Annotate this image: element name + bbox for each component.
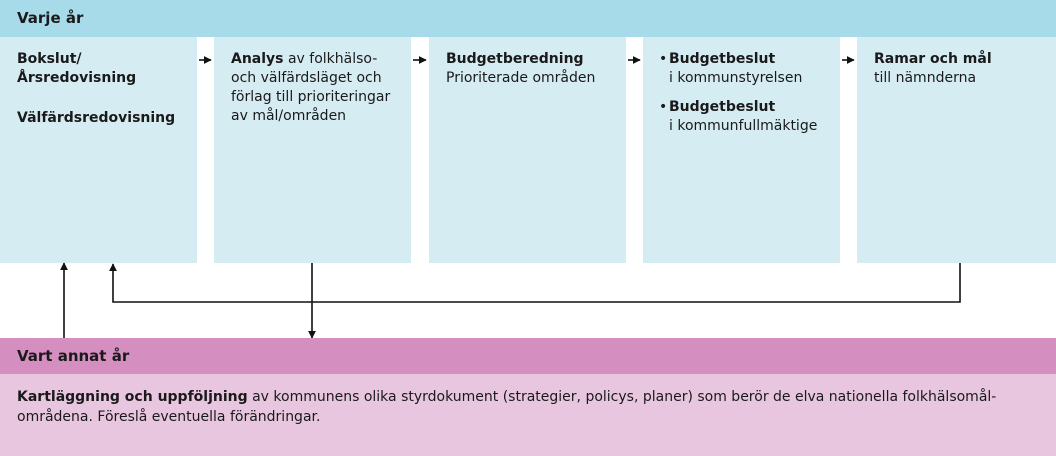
step-label-budgetberedning: Budgetberedning: [446, 51, 584, 67]
step-label-analys: Analys: [231, 51, 284, 67]
step-text-budgetberedning: Prioriterade områden: [446, 70, 596, 86]
list-item: • Budgetbeslut i kommunfullmäktige: [659, 98, 830, 136]
step-label-valfardsredovisning: Välfärdsredovisning: [17, 110, 176, 126]
bullet-icon: •: [659, 99, 668, 115]
step-label-bokslut: Bokslut/Årsredovisning: [17, 51, 137, 86]
bullet-icon: •: [659, 51, 668, 67]
bottom-section-title: Vart annat år: [17, 347, 130, 365]
bottom-section-box: Kartläggning och uppföljning av kommunen…: [0, 374, 1056, 456]
list-item: • Budgetbeslut i kommunstyrelsen: [659, 50, 830, 88]
step-box-bokslut: Bokslut/Årsredovisning Välfärdsredovisni…: [0, 37, 197, 263]
step-box-ramar: Ramar och mål till nämnderna: [857, 37, 1056, 263]
bottom-section-header: Vart annat år: [0, 338, 1056, 374]
bottom-text-kartlaggning: av kommunens olika styrdokument (strateg…: [17, 389, 997, 425]
step-label-ramar: Ramar och mål: [874, 51, 992, 67]
step-box-budgetbeslut: • Budgetbeslut i kommunstyrelsen • Budge…: [643, 37, 840, 263]
step-text-ramar: till nämnderna: [874, 70, 977, 86]
step-text-budgetbeslut-ks: i kommunstyrelsen: [669, 70, 803, 86]
step-text-analys: av folkhälso- och välfärdsläget och förl…: [231, 51, 391, 124]
bottom-label-kartlaggning: Kartläggning och uppföljning: [17, 389, 248, 405]
step-label-budgetbeslut-kf: Budgetbeslut: [669, 99, 776, 115]
step-text-budgetbeslut-kf: i kommunfullmäktige: [669, 118, 818, 134]
feedback-arrow-icon: [109, 263, 961, 303]
step-label-budgetbeslut-ks: Budgetbeslut: [669, 51, 776, 67]
top-section-header: Varje år: [0, 0, 1056, 37]
top-section-title: Varje år: [17, 9, 84, 27]
step-box-analys: Analys av folkhälso- och välfärdsläget o…: [214, 37, 411, 263]
step-box-budgetberedning: Budgetberedning Prioriterade områden: [429, 37, 626, 263]
